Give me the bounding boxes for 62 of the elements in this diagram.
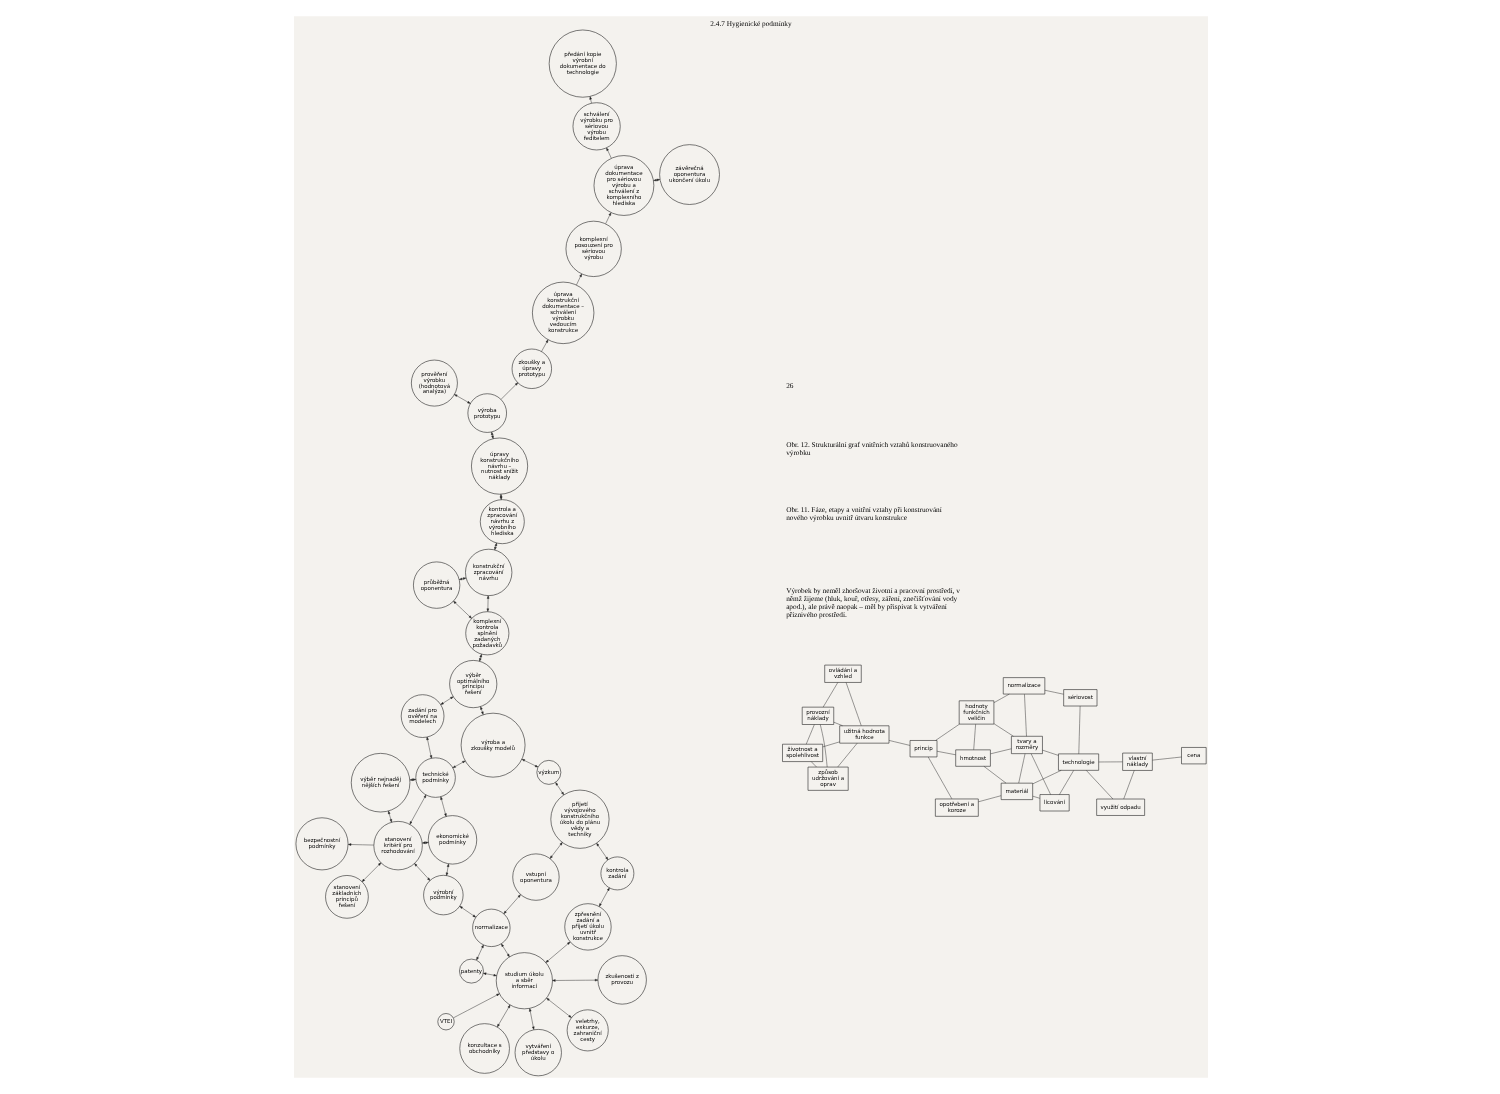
connector [810,761,816,768]
arrow [452,600,471,619]
connector [805,724,814,745]
arrow [604,212,611,224]
arrow [387,810,391,823]
arrow [413,863,430,881]
arrow [502,894,520,914]
arrow [598,887,609,907]
connector [821,682,838,708]
connector [1122,770,1134,800]
arrow [545,997,571,1018]
connector [819,724,827,768]
connector [935,751,955,755]
arrow [485,595,489,612]
arrow [554,782,563,796]
connector [844,682,861,726]
arrow [458,906,475,918]
connector [1151,756,1181,761]
connector [832,721,842,726]
connector [989,748,1011,755]
arrow [425,736,432,759]
arrow [482,972,496,977]
arrow [439,696,453,705]
arrow [452,993,499,1019]
connector [821,741,839,748]
arrow [595,843,608,860]
arrow [360,862,381,882]
arrow [548,842,562,859]
arrow [605,147,611,159]
connector [1043,690,1063,695]
connector [934,723,959,741]
connector [1029,753,1050,795]
arrow [588,96,591,104]
connector [992,693,1009,703]
arrow [479,706,483,715]
arrow [528,1008,534,1030]
connector [1097,761,1122,763]
connector [977,795,1001,803]
arrow [347,843,374,846]
arrow [478,654,481,662]
connector [1058,770,1073,795]
arrow [493,542,497,551]
arrow [444,863,449,876]
arrow [475,944,483,961]
arrow [453,394,470,404]
arrow [520,759,538,768]
arrow [544,941,570,963]
arrow [499,382,518,400]
connector [1031,770,1061,785]
connector [1041,749,1058,756]
arrow [408,794,426,825]
arrow [496,1004,510,1028]
connector [927,756,952,799]
arrow [439,796,446,817]
connector [982,766,1006,784]
arrow [451,760,465,769]
connector [1085,770,1113,800]
arrow [500,943,509,957]
arrow [551,978,598,982]
arrow [540,339,548,352]
arrow [575,273,581,286]
connector [887,740,910,746]
